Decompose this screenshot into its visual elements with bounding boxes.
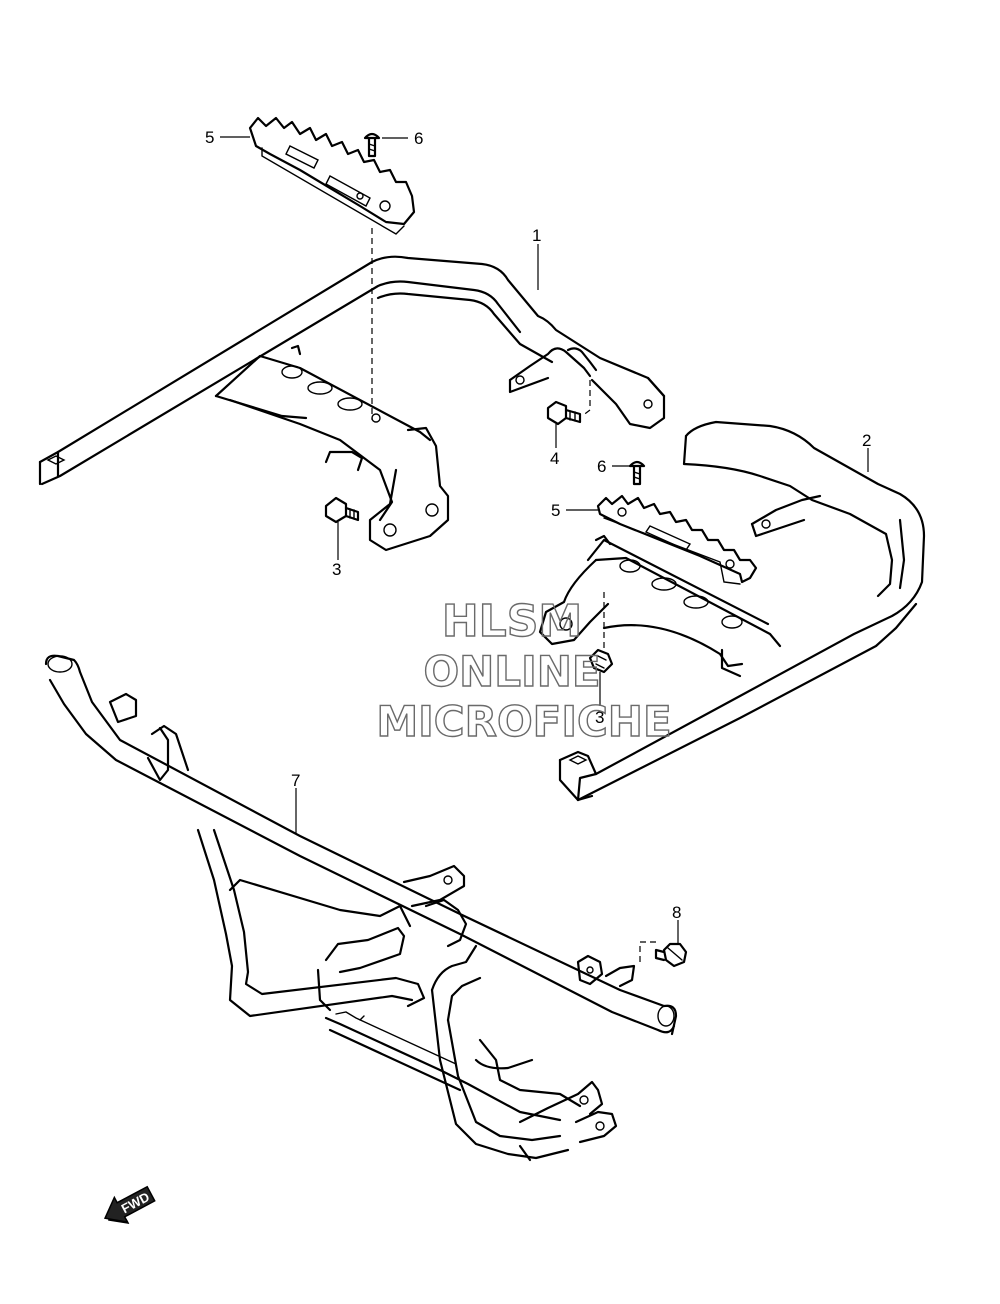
fwd-arrow-icon: FWD (103, 1185, 156, 1224)
front-guard (44, 654, 678, 1162)
callout-1: 1 (532, 226, 541, 245)
callout-4: 4 (550, 449, 559, 468)
callout-5-upper: 5 (205, 128, 214, 147)
callout-6-lower: 6 (597, 457, 606, 476)
bolt-8 (654, 942, 688, 968)
callout-2: 2 (862, 431, 871, 450)
footrest-bracket-right (538, 420, 926, 802)
watermark-line-3: MICROFICHE (376, 697, 671, 746)
callout-3-left: 3 (332, 560, 341, 579)
bolt-3-right (588, 648, 614, 674)
footrest-plate-lower (596, 494, 758, 585)
callout-3-right: 3 (595, 708, 604, 727)
screw-lower (628, 460, 646, 486)
callout-6-upper: 6 (414, 129, 423, 148)
callout-5-lower: 5 (551, 501, 560, 520)
fwd-label: FWD (119, 1189, 152, 1216)
screw-upper (363, 132, 381, 158)
callout-8: 8 (672, 903, 681, 922)
callouts: 5 6 1 4 3 2 6 5 3 7 8 (205, 128, 871, 922)
watermark-line-2: ONLINE (423, 647, 600, 696)
bolt-4 (546, 400, 582, 426)
leader-lines (220, 136, 869, 966)
footrest-bracket-left (38, 255, 666, 552)
watermark: HLSM ONLINE MICROFICHE (376, 595, 673, 746)
watermark-line-1: HLSM (442, 596, 582, 647)
bolt-3-left (324, 496, 360, 524)
callout-7: 7 (291, 771, 300, 790)
footrest-plate-upper (248, 116, 416, 235)
